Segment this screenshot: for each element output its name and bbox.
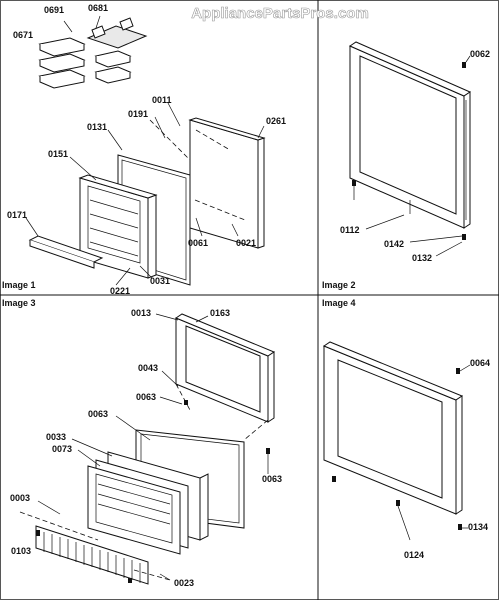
callout: 0062	[470, 49, 490, 59]
panel-title-image-1: Image 1	[2, 280, 36, 290]
screw-marker	[184, 400, 188, 405]
callout: 0061	[188, 238, 208, 248]
image-4-callouts: 0064 0134 0124	[404, 358, 490, 560]
callout: 0691	[44, 5, 64, 15]
freezer-door-frame	[174, 313, 276, 423]
screw-marker	[462, 62, 466, 68]
door-inner-panels	[87, 451, 209, 555]
image-2-leaders	[353, 55, 471, 257]
callout: 0063	[262, 474, 282, 484]
callout: 0011	[152, 95, 172, 105]
callout: 0112	[340, 225, 360, 235]
callout: 0671	[13, 30, 33, 40]
callout: 0142	[384, 239, 404, 249]
screw-marker	[266, 448, 270, 454]
image-1-leaders	[25, 15, 265, 286]
screw-marker	[458, 524, 462, 530]
screw-marker	[332, 476, 336, 482]
callout: 0171	[7, 210, 27, 220]
dairy-door-assembly	[86, 17, 148, 49]
callout: 0073	[52, 444, 72, 454]
callout: 0043	[138, 363, 158, 373]
screw-marker	[396, 500, 400, 506]
callout: 0124	[404, 550, 424, 560]
screw-marker	[456, 368, 460, 374]
callout: 0221	[110, 286, 130, 296]
image-4-leaders	[397, 364, 471, 541]
image-2-callouts: 0062 0112 0142 0132 Image 2	[322, 49, 490, 290]
image-1-drawing	[25, 15, 266, 286]
callout: 0063	[136, 392, 156, 402]
image-2-drawing	[348, 41, 472, 257]
image-3-leaders	[35, 313, 269, 581]
panel-title-image-4: Image 4	[322, 298, 356, 308]
image-3-callouts: 0013 0163 0043 0063 0063 0033 0073 0063 …	[10, 308, 282, 588]
callout: 0163	[210, 308, 230, 318]
panel-title-image-2: Image 2	[322, 280, 356, 290]
watermark: AppliancePartsPros.com	[191, 5, 369, 22]
panel-title-image-3: Image 3	[2, 298, 36, 308]
image-1-callouts: 0691 0681 0671 0011 0191 0131 0261 0151 …	[2, 3, 286, 296]
callout: 0031	[150, 276, 170, 286]
callout: 0191	[128, 109, 148, 119]
callout: 0023	[174, 578, 194, 588]
callout: 0131	[87, 122, 107, 132]
inner-door-shelves	[78, 174, 158, 279]
callout: 0151	[48, 149, 68, 159]
callout: 0134	[468, 522, 488, 532]
callout: 0261	[266, 116, 286, 126]
callout: 0013	[131, 308, 151, 318]
callout: 0033	[46, 432, 66, 442]
image-4-drawing	[322, 341, 471, 541]
screw-marker	[36, 530, 40, 536]
door-frame-image-4	[322, 341, 464, 515]
screw-marker	[128, 578, 132, 583]
image-3-drawing	[19, 313, 276, 585]
callout: 0681	[88, 3, 108, 13]
door-outer-panel	[188, 117, 266, 249]
door-frame-image-2	[348, 41, 472, 229]
callout: 0064	[470, 358, 490, 368]
door-bottom-shelf	[28, 235, 104, 269]
callout: 0021	[236, 238, 256, 248]
callout: 0132	[412, 253, 432, 263]
callout: 0103	[11, 546, 31, 556]
callout: 0003	[10, 493, 30, 503]
door-bins-group	[38, 37, 132, 89]
screw-marker	[462, 234, 466, 240]
screw-marker	[352, 180, 356, 186]
callout: 0063	[88, 409, 108, 419]
